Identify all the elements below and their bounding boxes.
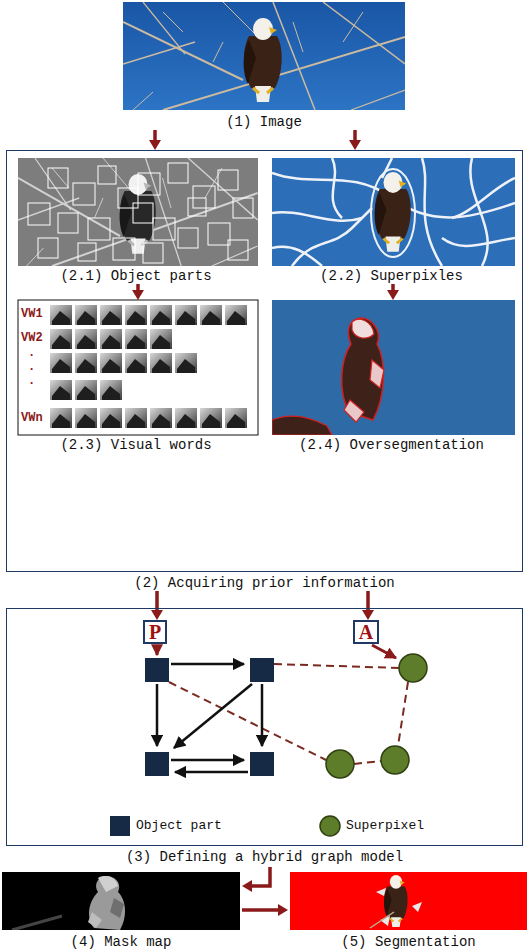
image-panel: (2.1) Object parts [14, 158, 258, 284]
caption-text: (3) Defining a hybrid graph model [6, 849, 523, 865]
caption-text: (2.4) Oversegmentation [268, 437, 515, 453]
flow-arrow [151, 591, 163, 620]
box-border [6, 150, 523, 572]
arrow-head [387, 290, 399, 300]
letter-box: A [353, 620, 379, 644]
box-border [6, 608, 523, 846]
image-panel: (2.4) Oversegmentation [268, 300, 515, 453]
arrow-shaft [242, 908, 280, 912]
caption-text: (5) Segmentation [288, 934, 529, 950]
legend-text: Superpixel [346, 818, 424, 834]
image-panel: (4) Mask map [0, 872, 242, 950]
flow-arrow [387, 284, 399, 300]
stage-box: (3) Defining a hybrid graph model P A [6, 608, 523, 866]
node-letter: P [149, 622, 161, 642]
arrow-head [151, 610, 163, 620]
row-label: VW1 [21, 307, 43, 321]
flow-arrow [362, 591, 374, 620]
row-label: . [28, 374, 35, 388]
arrow-head [242, 880, 252, 892]
caption-text: (2) Acquiring prior information [6, 575, 523, 591]
arrow-head [349, 140, 361, 150]
row-label: VW2 [21, 331, 43, 345]
flow-arrow [132, 284, 144, 300]
caption-text: (2.2) Superpixles [268, 268, 515, 284]
flow-arrow [349, 130, 361, 150]
node-letter: A [359, 622, 373, 642]
arrow-head [149, 140, 161, 150]
image-panel: (2.2) Superpixles [268, 158, 515, 284]
legend-text: Object part [136, 818, 222, 834]
letter-box: P [143, 620, 167, 644]
flow-arrow [149, 130, 161, 150]
row-label: . [28, 360, 35, 374]
image-panel: (1) Image [121, 2, 407, 130]
caption-text: (4) Mask map [0, 934, 242, 950]
image-panel: (5) Segmentation [288, 872, 529, 950]
stage-box: (2) Acquiring prior information (2.1) Obj… [6, 150, 523, 591]
caption-text: (1) Image [121, 114, 407, 130]
caption-text: (2.3) Visual words [14, 437, 258, 453]
arrow-head [132, 290, 144, 300]
caption-text: (2.1) Object parts [14, 268, 258, 284]
row-label: VWn [21, 411, 43, 425]
row-label: . [28, 346, 35, 360]
arrow-head [278, 904, 288, 916]
arrow-shaft [250, 867, 270, 886]
image-panel: (2.3) Visual words [14, 300, 258, 453]
flow-arrow [242, 867, 270, 892]
flow-arrow [242, 904, 288, 916]
arrow-head [362, 610, 374, 620]
